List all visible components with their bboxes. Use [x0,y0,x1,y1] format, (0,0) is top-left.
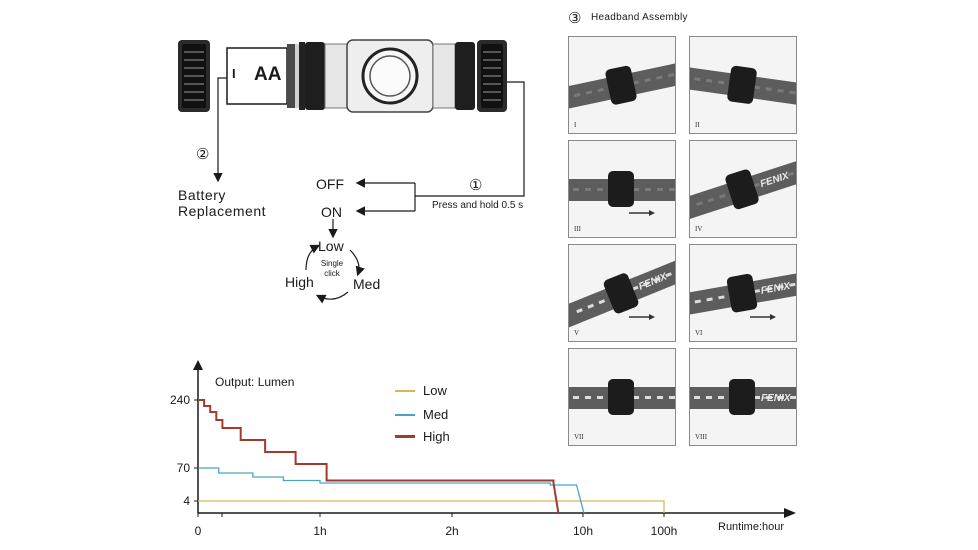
direction-arrow-head-icon [649,210,655,216]
headband-illustration: FENIX [690,272,796,320]
headband-panel-vii: VII [568,348,676,446]
step-2-badge: ② [196,146,210,163]
direction-arrow-head-icon [770,314,776,320]
on-label: ON [321,204,342,220]
x-tick-label: 100h [651,524,678,538]
mode-high-label: High [285,274,314,290]
headband-illustration: FENIX [569,260,675,328]
headband-illustration [569,171,675,216]
step-1-badge: ① [469,177,483,194]
headband-title: Headband Assembly [591,12,688,23]
mode-med-label: Med [353,276,381,292]
y-tick-label: 4 [183,494,190,508]
legend-label-low: Low [423,383,447,398]
headband-panel-iii: III [568,140,676,238]
legend-item-high: High [395,429,450,444]
legend-swatch-low [395,389,415,392]
switch-connector [355,81,525,216]
series-line-low [198,500,665,513]
x-tick-label: 10h [573,524,593,538]
chart-title: Output: Lumen [215,375,295,389]
battery-aa-label: AA [254,64,282,85]
body-rings-right [432,42,475,110]
body-rings-left [287,42,348,110]
right-end-cap-switch[interactable] [477,40,507,112]
y-tick-label: 70 [177,461,191,475]
off-label: OFF [316,176,344,192]
brand-logo-text: FENIX [761,393,792,404]
legend-item-med: Med [395,407,448,422]
x-tick-label: 2h [445,524,458,538]
panel-roman-numeral: V [574,329,580,337]
panel-roman-numeral: IV [695,225,703,233]
series-line-high [198,399,560,514]
battery-replacement-line1: Battery [178,187,226,203]
headband-illustration [569,379,675,415]
battery-replacement-line2: Replacement [178,203,266,219]
x-tick-label: 0 [195,524,202,538]
press-hold-label: Press and hold 0.5 s [432,200,524,211]
headband-illustration [569,62,675,110]
flashlight-diagram [178,39,525,304]
panel-roman-numeral: III [574,225,581,233]
headband-panel-viii: FENIX VIII [689,348,797,446]
headband-panel-vi: FENIX VI [689,244,797,342]
panel-roman-numeral: VI [695,329,703,337]
panel-roman-numeral: VIII [695,433,708,441]
mode-low-label: Low [318,238,344,254]
y-axis-arrow-icon [193,360,203,370]
panel-roman-numeral: I [574,121,577,129]
single-click-label: Single click [318,259,346,279]
legend-swatch-med [395,413,415,416]
legend-label-high: High [423,429,450,444]
x-tick-label: 1h [313,524,326,538]
left-end-cap[interactable] [178,40,210,112]
brand-logo-text: FENIX [760,281,792,297]
y-tick-label: 240 [170,393,190,407]
headband-panel-iv: FENIX IV [689,140,797,238]
headband-illustration: FENIX [690,379,796,415]
series-line-med [198,467,585,514]
chart-xlabel: Runtime:hour [718,521,785,533]
mode-cycle-arrows [305,244,365,304]
headband-panel-ii: II [689,36,797,134]
panel-roman-numeral: VII [574,433,584,441]
battery-replacement-arrow [213,77,227,183]
battery-replacement-label: Battery Replacement [178,187,266,219]
headband-illustration [690,65,796,106]
legend-swatch-high [395,435,415,438]
lamp-head [346,39,434,113]
headband-illustration: FENIX [690,160,796,220]
headband-step-badge: ③ [568,10,582,27]
legend-item-low: Low [395,383,447,398]
headband-panel-i: I [568,36,676,134]
x-axis-arrow-icon [784,508,796,518]
battery-roman-label: I [232,66,236,81]
single-click-line2: click [324,269,340,278]
legend-label-med: Med [423,407,449,422]
single-click-line1: Single [320,259,344,268]
panel-roman-numeral: II [695,121,700,129]
direction-arrow-head-icon [649,314,655,320]
runtime-chart: 4 70 240 0 1h 2h 10h 100h [170,360,796,538]
